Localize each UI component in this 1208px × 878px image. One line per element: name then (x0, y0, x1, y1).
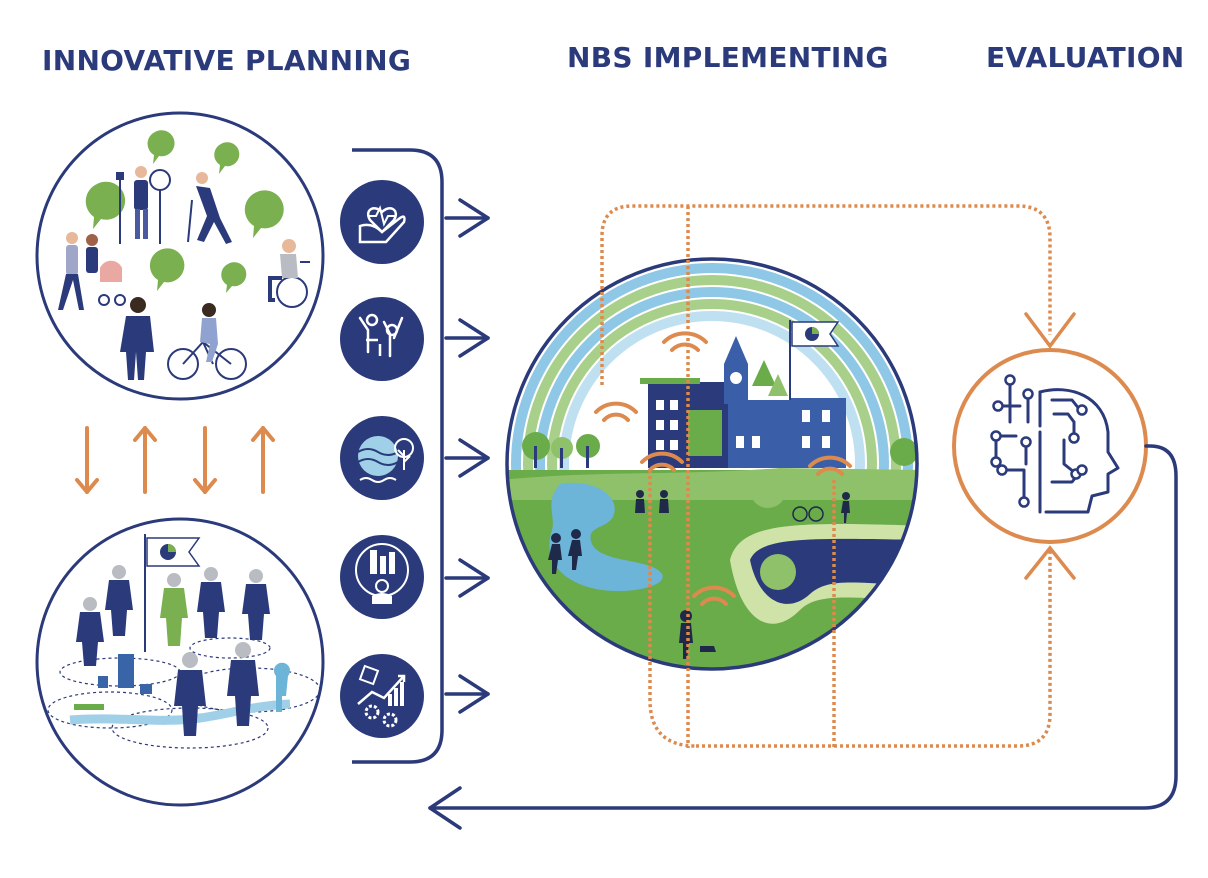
arrow-right-icon (444, 674, 490, 714)
heading-nbs-implementing: NBS IMPLEMENTING (567, 41, 889, 74)
circuit-nodes (990, 374, 1088, 508)
arrow-right-icon (444, 198, 490, 238)
benefit-community-icon (340, 297, 424, 381)
benefit-health-icon (340, 180, 424, 264)
nbs-city-illustration (505, 257, 919, 671)
arrow-right-icon (444, 558, 490, 598)
flow-arrows (444, 198, 490, 714)
arrow-down-icon (1024, 312, 1076, 349)
arrow-up-icon (251, 426, 275, 494)
arrow-up-icon (1024, 545, 1076, 580)
arrow-down-icon (193, 426, 217, 494)
family-pram-figure (58, 232, 126, 310)
project-flag-icon (144, 534, 201, 652)
building-icon (118, 654, 134, 688)
arrow-right-icon (444, 318, 490, 358)
participation-illustration (35, 111, 325, 401)
stakeholder-group (76, 565, 270, 736)
benefit-climate-icon (340, 416, 424, 500)
speech-bubble-icon (85, 130, 284, 293)
monitoring-loops (600, 204, 1052, 748)
benefit-urban-icon (340, 535, 424, 619)
sensor-signal-icon (594, 331, 852, 606)
arrow-left-icon (428, 786, 462, 830)
heading-evaluation: EVALUATION (986, 41, 1185, 74)
arrow-up-icon (133, 426, 157, 494)
gardener-figure (116, 166, 171, 244)
arrow-right-icon (444, 438, 490, 478)
woman-standing-figure (120, 297, 154, 380)
feedback-arrows (75, 426, 275, 494)
benefits-bracket (352, 148, 444, 764)
return-feedback-arrow (428, 444, 1178, 830)
trees (522, 360, 917, 590)
heading-innovative-planning: INNOVATIVE PLANNING (42, 44, 412, 77)
project-flag-icon (789, 320, 840, 400)
evaluation-ai-illustration (952, 312, 1148, 580)
arrow-down-icon (75, 426, 99, 494)
wheelchair-user-figure (268, 239, 310, 308)
codesign-illustration (35, 517, 325, 807)
elderly-walker-figure (187, 172, 232, 244)
benefit-economy-icon (340, 654, 424, 738)
cyclist-figure (167, 303, 247, 380)
